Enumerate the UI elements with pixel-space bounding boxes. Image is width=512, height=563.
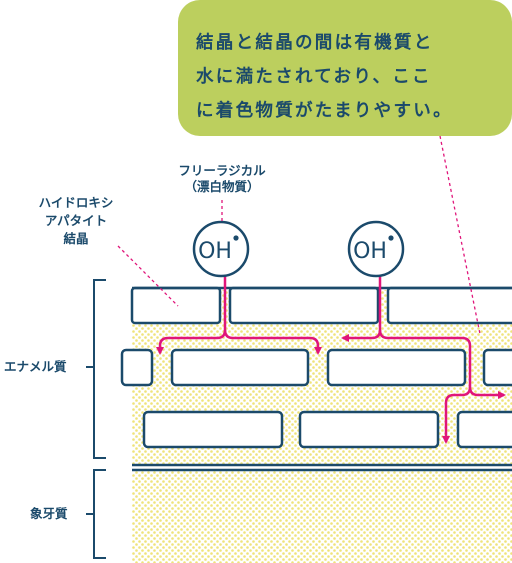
arrow-path (341, 329, 382, 342)
callout-text: 結晶と結晶の間は有機質と 水に満たされており、ここ に着色物質がたまりやすい。 (196, 26, 496, 128)
free-radical-subtitle: （漂白物質） (184, 179, 260, 194)
callout-line: に着色物質がたまりやすい。 (196, 101, 453, 121)
dentin-area (132, 470, 512, 563)
oh-label: OH (198, 239, 232, 264)
enamel-label: エナメル質 (4, 359, 67, 374)
crystal (228, 286, 380, 325)
free-radical-label: フリーラジカル （漂白物質） (162, 163, 282, 195)
arrow-path (156, 329, 227, 355)
hydroxyapatite-label: ハイドロキシ アパタイト 結晶 (20, 194, 132, 248)
callout-bubble (178, 0, 512, 136)
crystal (170, 348, 310, 387)
dentin-bracket (93, 469, 106, 559)
crystal (386, 286, 512, 325)
oh-label: OH (353, 239, 387, 264)
leader-callout (439, 135, 481, 335)
free-radical-title: フリーラジカル (178, 163, 266, 178)
crystal (120, 348, 154, 387)
dentin-label: 象牙質 (30, 506, 68, 521)
leader-hydroxyapatite (117, 245, 179, 307)
oh-radical-2: OH (347, 220, 405, 278)
crystal-row-2 (120, 348, 512, 387)
crystal (130, 286, 222, 325)
arrow-path (378, 276, 506, 399)
enamel-bracket (93, 279, 106, 459)
crystal (298, 410, 440, 449)
arrow-path (442, 386, 472, 444)
oh-radical-1: OH (192, 220, 250, 278)
crystal (482, 348, 512, 387)
hydroxyapatite-line: ハイドロキシ (38, 195, 114, 210)
crystal (142, 410, 284, 449)
callout-line: 結晶と結晶の間は有機質と (196, 33, 434, 53)
radical-dot (233, 235, 239, 241)
callout-line: 水に満たされており、ここ (196, 67, 432, 87)
crystal-row-3 (142, 410, 512, 449)
crystal-row-1 (130, 286, 512, 325)
crystal (456, 410, 512, 449)
hydroxyapatite-line: アパタイト (44, 213, 108, 228)
crystal (326, 348, 467, 387)
radical-path-arrows (156, 276, 506, 444)
hydroxyapatite-line: 結晶 (63, 231, 89, 246)
radical-dot (388, 235, 394, 241)
